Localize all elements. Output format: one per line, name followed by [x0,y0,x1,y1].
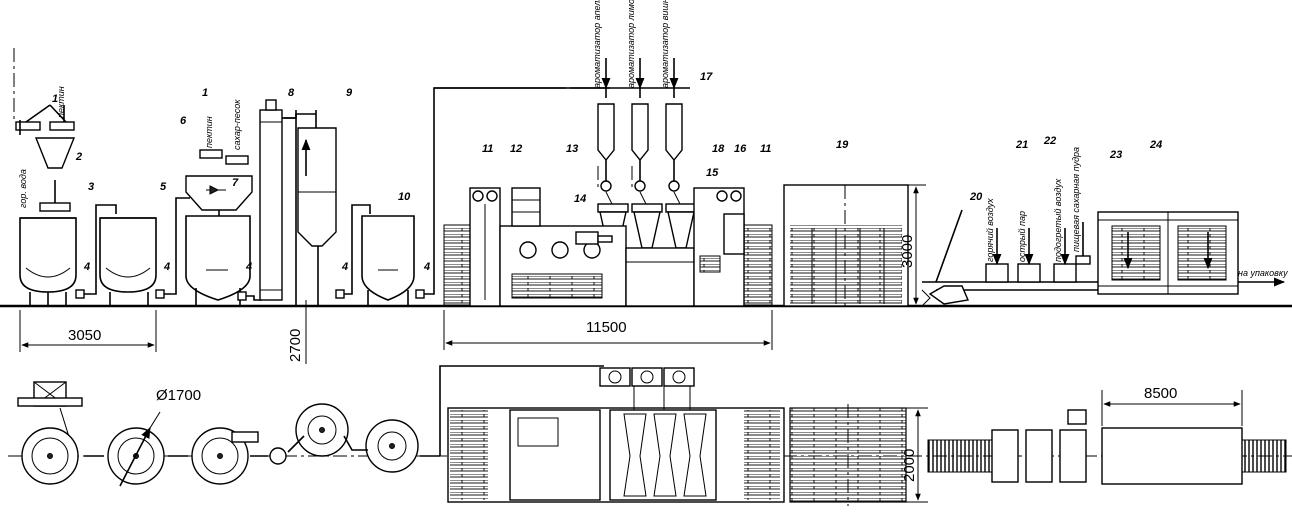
callout-1-2: 1 [202,87,208,99]
callout-2: 2 [75,151,82,163]
label-sugar: сахар-песок [232,99,242,150]
label-heated-air: подогретый воздух [1053,178,1063,262]
dimension-1700-leader [149,411,161,429]
pipe-5-6 [164,197,190,295]
label-powder-sugar: пищевая сахарная пудра [1071,147,1081,252]
callout-10: 10 [398,191,411,203]
tank-3 [19,180,85,306]
tank-10 [361,215,425,306]
dimension-2000 [906,407,928,503]
callout-14: 14 [574,193,586,205]
label-aroma-orange: ароматизатор апельсин [592,0,602,88]
dimension-11500-text: 11500 [586,319,627,336]
cooling-racks-11-right [743,224,773,306]
pectin-feed-hoppers [13,48,76,169]
callout-4-3: 4 [245,261,252,273]
callout-4: 4 [83,261,90,273]
dimension-1700-text: Ø1700 [156,387,201,404]
cooling-racks-11-left [443,187,501,307]
plan-conveyor-rolls [927,409,1287,485]
callout-17: 17 [700,71,713,83]
pipe-10-depositor [424,87,610,295]
callout-23: 23 [1109,149,1122,161]
callout-3: 3 [88,181,94,193]
unit-14 [575,231,613,245]
column-8 [259,99,296,301]
depositor-table-13 [625,247,695,307]
callout-11: 11 [482,143,493,155]
label-pectin-1: пектин [56,86,66,118]
label-to-packing: на упаковку [1238,268,1288,278]
callout-16: 16 [734,143,747,155]
pipe-7-8 [246,295,262,301]
feed-label-texts: гор. вода пектин пектин сахар-песок аром… [18,0,1288,278]
tank-7 [185,210,251,306]
dimension-3050-text: 3050 [68,327,101,344]
callout-4-4: 4 [341,261,348,273]
callout-11-2: 11 [760,143,771,155]
tank-5 [99,217,165,306]
callout-1: 1 [52,93,58,105]
label-aroma-lemon: ароматизатор лимон [626,0,636,88]
dimension-11500 [443,310,773,350]
dimension-3050 [19,310,157,352]
callout-18: 18 [712,143,725,155]
dimension-2000-text: 2000 [901,449,918,482]
callout-7: 7 [232,177,239,189]
plan-hopper [17,381,83,441]
stations-21-23 [985,222,1091,283]
dryer-24 [1097,211,1286,295]
dimension-3000-text: 3000 [899,235,916,268]
pipe-3-5 [84,204,117,295]
callout-4-5: 4 [423,261,430,273]
evaporator-9 [284,110,345,306]
callout-12: 12 [510,143,522,155]
aroma-feed-lines [570,58,690,98]
callout-21: 21 [1015,139,1028,151]
dosing-columns-17 [597,103,683,192]
pipe-9-10 [344,204,371,295]
label-hot-water: гор. вода [18,169,28,208]
dimension-8500-text: 8500 [1144,385,1177,402]
callout-13: 13 [566,143,578,155]
callout-9: 9 [346,87,353,99]
callout-5: 5 [160,181,167,193]
callout-15: 15 [706,167,719,179]
plan-tanks [21,365,604,487]
conveyor-20 [921,209,1104,307]
callout-4-2: 4 [163,261,170,273]
plan-depositor [447,367,785,503]
callout-24: 24 [1149,139,1162,151]
callout-22: 22 [1043,135,1056,147]
unit-15-16 [693,187,745,307]
dryer-19 [783,184,909,307]
callout-20: 20 [969,191,983,203]
label-aroma-cherry: ароматизатор вишня [660,0,670,88]
callout-6: 6 [180,115,187,127]
dimension-texts: 3050 2700 11500 3000 Ø1700 2000 8500 [68,235,1177,482]
callout-8: 8 [288,87,295,99]
mixer-6 [185,149,253,211]
dimension-8500 [1101,390,1243,426]
dimension-2700-text: 2700 [287,329,304,362]
dimension-3000 [906,184,926,305]
callout-19: 19 [836,139,849,151]
label-hot-steam: острый пар [1017,211,1027,262]
label-hot-air: горячий воздух [985,198,995,262]
plan-dryer-19 [789,404,907,506]
label-pectin-2: пектин [204,116,214,148]
